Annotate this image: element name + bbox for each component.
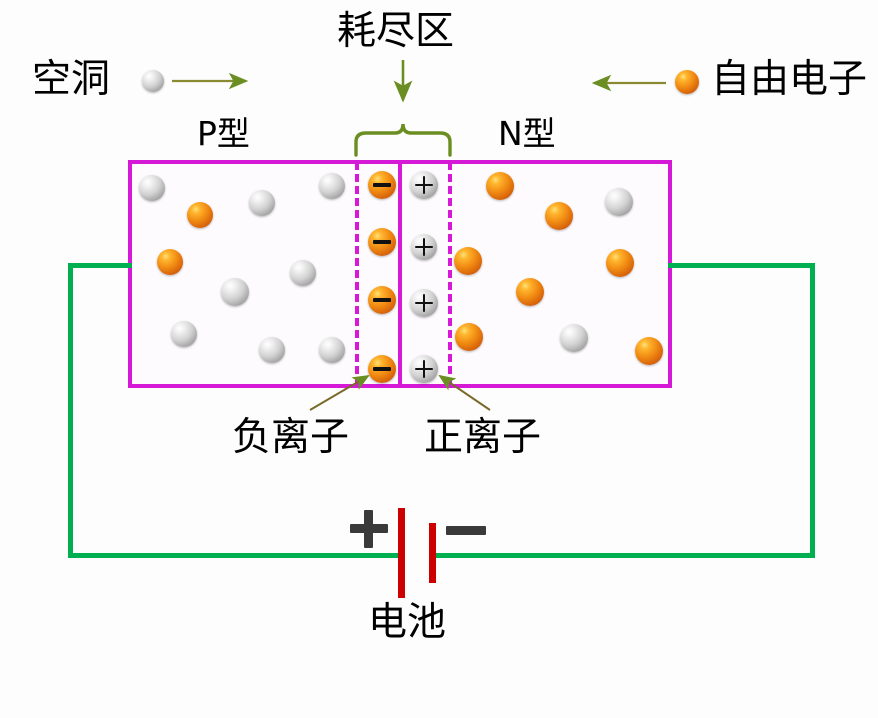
hole-particle [605, 188, 633, 216]
wire-left-top [68, 263, 132, 268]
depletion-region-bracket [354, 123, 452, 157]
electron-particle [455, 323, 483, 351]
battery-label: 电池 [368, 600, 447, 645]
battery-minus-horizontal [446, 526, 486, 535]
hole-particle [319, 173, 345, 199]
p-type-label: P型 [197, 114, 250, 153]
electron-particle [635, 337, 663, 365]
hole-legend-label: 空洞 [32, 57, 111, 102]
electron-particle [187, 202, 213, 228]
depletion-boundary-right [448, 162, 452, 386]
positive-ion [410, 355, 438, 383]
depletion-region-label: 耗尽区 [337, 9, 455, 54]
hole-legend-sphere [142, 70, 164, 92]
hole-particle [171, 321, 197, 347]
battery-plus-vertical [364, 510, 373, 548]
electron-particle [516, 278, 544, 306]
negative-ion [368, 355, 396, 383]
positive-ion-label: 正离子 [424, 415, 542, 460]
wire-bottom-left [68, 553, 403, 558]
negative-ion-label: 负离子 [232, 415, 350, 460]
electron-particle [606, 249, 634, 277]
hole-particle [249, 190, 275, 216]
positive-ion [410, 171, 438, 199]
wire-right-vertical [810, 263, 815, 558]
hole-particle [259, 337, 285, 363]
wire-right-top [668, 263, 815, 268]
negative-ion [368, 286, 396, 314]
junction-divider [398, 160, 402, 388]
hole-particle [221, 278, 249, 306]
wire-left-vertical [68, 263, 73, 558]
battery-negative-plate [429, 523, 436, 583]
wire-bottom-right [430, 553, 815, 558]
free-electron-legend-sphere [675, 70, 699, 94]
hole-particle [319, 337, 345, 363]
free-electron-legend-label: 自由电子 [711, 57, 868, 102]
positive-ion [411, 234, 437, 260]
electron-particle [486, 172, 514, 200]
electron-particle [545, 202, 573, 230]
battery-positive-plate [398, 508, 405, 598]
n-type-label: N型 [498, 114, 556, 153]
positive-ion [410, 289, 438, 317]
depletion-boundary-left [355, 162, 359, 386]
electron-particle [454, 247, 482, 275]
hole-particle [290, 260, 316, 286]
hole-particle [139, 175, 165, 201]
negative-ion [368, 228, 396, 256]
electron-particle [157, 249, 183, 275]
hole-particle [560, 324, 588, 352]
negative-ion [368, 171, 396, 199]
